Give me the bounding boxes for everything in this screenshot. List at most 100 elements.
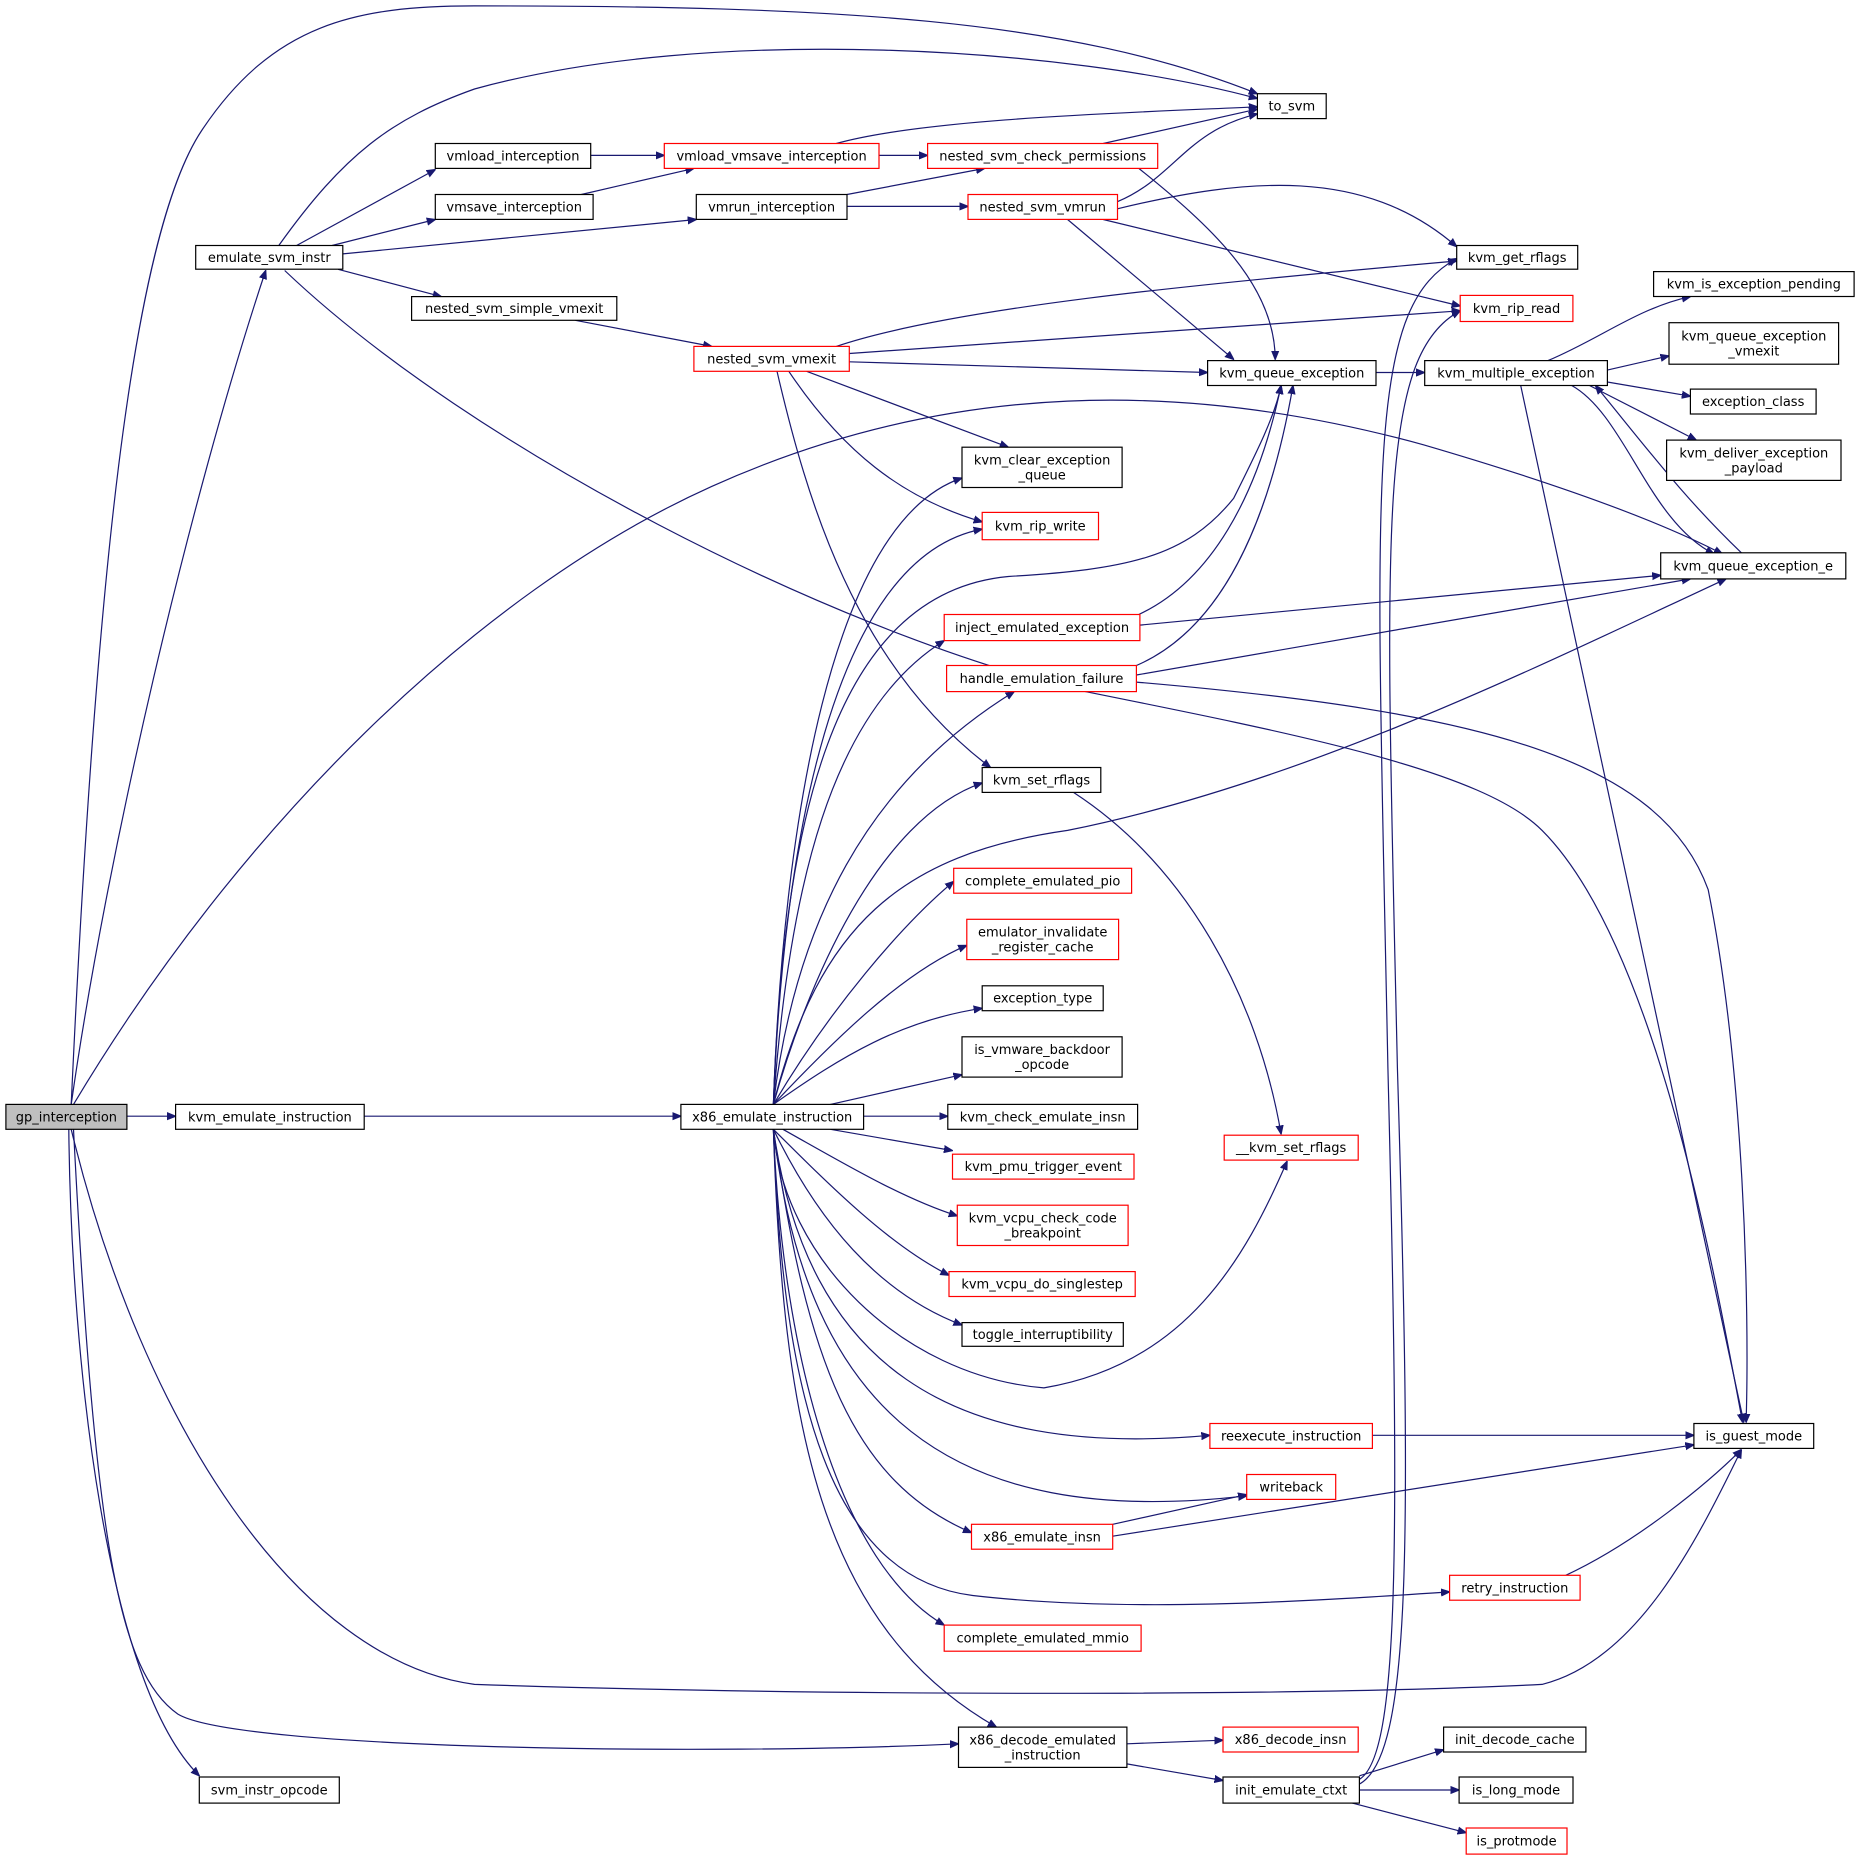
node-box[interactable] [945, 664, 1137, 693]
node-retry_instruction[interactable]: retry_instruction [1448, 1574, 1581, 1601]
node-box[interactable] [951, 1153, 1135, 1180]
node-box[interactable] [967, 193, 1119, 220]
node-box[interactable] [1465, 1827, 1568, 1855]
node-box[interactable] [1223, 1134, 1359, 1161]
node-nested_svm_vmexit[interactable]: nested_svm_vmexit [693, 345, 850, 372]
node-kvm_rip_write[interactable]: kvm_rip_write [981, 511, 1100, 541]
node-vmload_interception[interactable]: vmload_interception [434, 142, 592, 169]
node-box[interactable] [1652, 271, 1855, 298]
node-kvm_vcpu_do_singlestep[interactable]: kvm_vcpu_do_singlestep [948, 1270, 1136, 1298]
node-vmrun_interception[interactable]: vmrun_interception [695, 193, 848, 220]
node-box[interactable] [1456, 244, 1579, 270]
node-box[interactable] [1448, 1574, 1581, 1601]
node-x86_emulate_instruction[interactable]: x86_emulate_instruction [680, 1103, 865, 1130]
node-box[interactable] [961, 1036, 1123, 1078]
node-vmsave_interception[interactable]: vmsave_interception [434, 193, 594, 220]
node-box[interactable] [434, 142, 592, 169]
node-box[interactable] [981, 511, 1100, 541]
node-box[interactable] [411, 296, 618, 321]
node-kvm_queue_exception[interactable]: kvm_queue_exception [1206, 360, 1377, 387]
node-box[interactable] [947, 1103, 1139, 1130]
node-kvm_pmu_trigger_event[interactable]: kvm_pmu_trigger_event [951, 1153, 1135, 1180]
node-kvm_deliver_exception_payload[interactable]: kvm_deliver_exception_payload [1665, 439, 1842, 482]
node-box[interactable] [1222, 1726, 1359, 1753]
node-box[interactable] [1660, 552, 1847, 580]
node-is_protmode[interactable]: is_protmode [1465, 1827, 1568, 1855]
node-box[interactable] [1424, 360, 1608, 387]
node-box[interactable] [1665, 439, 1842, 482]
node-vmload_vmsave_interception[interactable]: vmload_vmsave_interception [663, 142, 880, 169]
node-nested_svm_simple_vmexit[interactable]: nested_svm_simple_vmexit [411, 296, 618, 321]
node-emulate_svm_instr[interactable]: emulate_svm_instr [195, 244, 344, 270]
node-writeback[interactable]: writeback [1246, 1473, 1337, 1500]
node-box[interactable] [1206, 360, 1377, 387]
node-box[interactable] [663, 142, 880, 169]
node-box[interactable] [981, 985, 1104, 1012]
node-is_vmware_backdoor_opcode[interactable]: is_vmware_backdoor_opcode [961, 1036, 1123, 1078]
node-box[interactable] [943, 613, 1141, 642]
node-box[interactable] [693, 345, 850, 372]
node-box[interactable] [1256, 93, 1327, 120]
node-x86_emulate_insn[interactable]: x86_emulate_insn [970, 1523, 1114, 1550]
node-to_svm[interactable]: to_svm [1256, 93, 1327, 120]
node-nested_svm_vmrun[interactable]: nested_svm_vmrun [967, 193, 1119, 220]
node-box[interactable] [1442, 1726, 1587, 1753]
node-kvm_queue_exception_e[interactable]: kvm_queue_exception_e [1660, 552, 1847, 580]
node-is_long_mode[interactable]: is_long_mode [1458, 1776, 1574, 1804]
node-kvm_multiple_exception[interactable]: kvm_multiple_exception [1424, 360, 1608, 387]
node-box[interactable] [1459, 294, 1574, 323]
node-exception_class[interactable]: exception_class [1689, 388, 1817, 415]
node-inject_emulated_exception[interactable]: inject_emulated_exception [943, 613, 1141, 642]
node-box[interactable] [1458, 1776, 1574, 1804]
node-kvm_is_exception_pending[interactable]: kvm_is_exception_pending [1652, 271, 1855, 298]
node-handle_emulation_failure[interactable]: handle_emulation_failure [945, 664, 1137, 693]
node-box[interactable] [1246, 1473, 1337, 1500]
node-box[interactable] [961, 446, 1123, 489]
node-box[interactable] [981, 766, 1102, 793]
node-init_decode_cache[interactable]: init_decode_cache [1442, 1726, 1587, 1753]
node-box[interactable] [5, 1103, 128, 1130]
node-box[interactable] [970, 1523, 1114, 1550]
node-__kvm_set_rflags[interactable]: __kvm_set_rflags [1223, 1134, 1359, 1161]
node-complete_emulated_mmio[interactable]: complete_emulated_mmio [943, 1624, 1142, 1652]
node-box[interactable] [948, 1270, 1136, 1298]
node-box[interactable] [961, 1321, 1124, 1347]
node-box[interactable] [1209, 1422, 1374, 1449]
node-box[interactable] [953, 867, 1133, 894]
node-box[interactable] [434, 193, 594, 220]
node-gp_interception[interactable]: gp_interception [5, 1103, 128, 1130]
node-box[interactable] [926, 142, 1159, 169]
node-nested_svm_check_permissions[interactable]: nested_svm_check_permissions [926, 142, 1159, 169]
node-kvm_get_rflags[interactable]: kvm_get_rflags [1456, 244, 1579, 270]
node-init_emulate_ctxt[interactable]: init_emulate_ctxt [1222, 1776, 1360, 1804]
node-kvm_queue_exception_vmexit[interactable]: kvm_queue_exception_vmexit [1668, 322, 1840, 365]
node-box[interactable] [680, 1103, 865, 1130]
node-complete_emulated_pio[interactable]: complete_emulated_pio [953, 867, 1133, 894]
node-kvm_emulate_instruction[interactable]: kvm_emulate_instruction [175, 1103, 365, 1130]
node-exception_type[interactable]: exception_type [981, 985, 1104, 1012]
node-box[interactable] [943, 1624, 1142, 1652]
node-box[interactable] [1689, 388, 1817, 415]
node-svm_instr_opcode[interactable]: svm_instr_opcode [198, 1776, 340, 1804]
node-box[interactable] [956, 1204, 1129, 1247]
node-box[interactable] [695, 193, 848, 220]
node-toggle_interruptibility[interactable]: toggle_interruptibility [961, 1321, 1124, 1347]
node-box[interactable] [1222, 1776, 1360, 1804]
node-emulator_invalidate_register_cache[interactable]: emulator_invalidate_register_cache [966, 918, 1120, 961]
node-box[interactable] [175, 1103, 365, 1130]
node-x86_decode_emulated_instruction[interactable]: x86_decode_emulated_instruction [957, 1726, 1128, 1768]
node-box[interactable] [1668, 322, 1840, 365]
node-box[interactable] [198, 1776, 340, 1804]
node-box[interactable] [195, 244, 344, 270]
node-kvm_set_rflags[interactable]: kvm_set_rflags [981, 766, 1102, 793]
node-kvm_rip_read[interactable]: kvm_rip_read [1459, 294, 1574, 323]
node-reexecute_instruction[interactable]: reexecute_instruction [1209, 1422, 1374, 1449]
node-kvm_check_emulate_insn[interactable]: kvm_check_emulate_insn [947, 1103, 1139, 1130]
node-kvm_clear_exception_queue[interactable]: kvm_clear_exception_queue [961, 446, 1123, 489]
node-box[interactable] [1693, 1422, 1815, 1449]
node-kvm_vcpu_check_code_breakpoint[interactable]: kvm_vcpu_check_code_breakpoint [956, 1204, 1129, 1247]
node-x86_decode_insn[interactable]: x86_decode_insn [1222, 1726, 1359, 1753]
node-is_guest_mode[interactable]: is_guest_mode [1693, 1422, 1815, 1449]
node-box[interactable] [966, 918, 1120, 961]
node-box[interactable] [957, 1726, 1128, 1768]
